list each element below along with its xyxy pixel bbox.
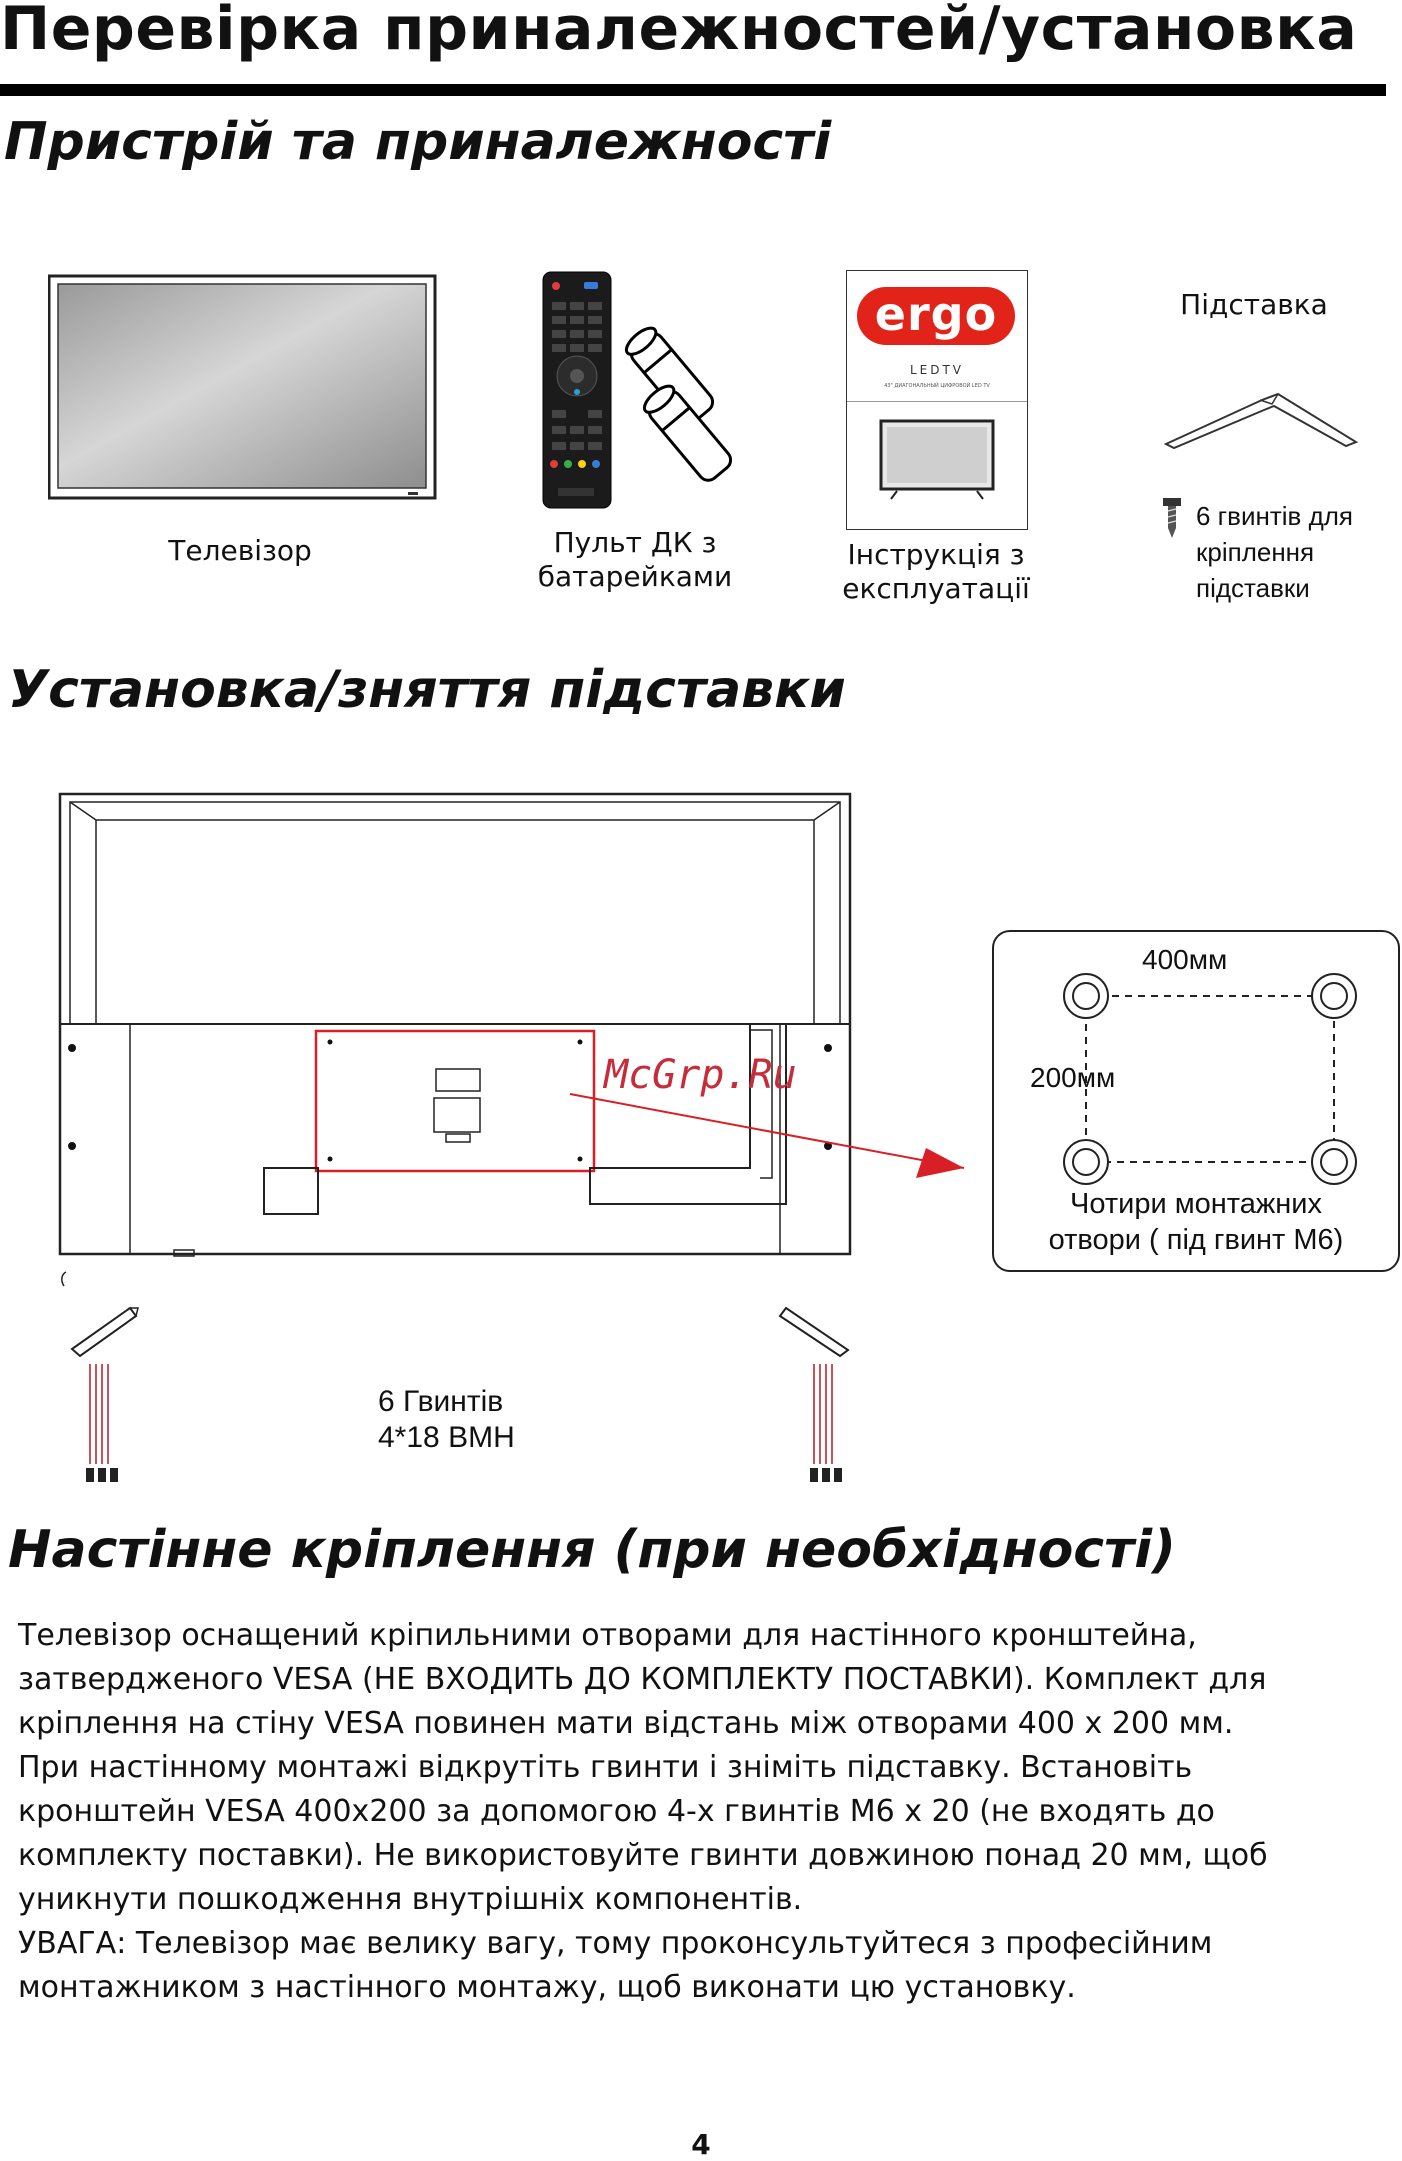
remote-label-line1: Пульт ДК з: [553, 526, 717, 559]
tv-back-diagram: [58, 792, 965, 1482]
ergo-logo: ergo: [857, 287, 1015, 345]
tv-front-image: [48, 274, 437, 500]
stand-label: Підставка: [1180, 288, 1328, 321]
wall-mount-paragraph-3: УВАГА: Телевізор має велику вагу, тому п…: [18, 1926, 1213, 2005]
section-heading-wall-mount: Настінне кріплення (при необхідності): [8, 1520, 1176, 1580]
vesa-mount-box: 400мм 200мм Чотири монтажних отвори ( пі…: [992, 930, 1400, 1272]
screws-label-line3: підставки: [1196, 573, 1310, 603]
vesa-caption-line2: отвори ( під гвинт M6): [1048, 1224, 1344, 1256]
wall-mount-paragraph-2: При настінному монтажі відкрутіть гвинти…: [18, 1750, 1268, 1917]
stand-screws-line2: 4*18 BMH: [378, 1421, 515, 1454]
screws-label-line1: 6 гвинтів для: [1196, 501, 1354, 531]
vesa-caption: Чотири монтажних отвори ( під гвинт M6): [994, 1186, 1398, 1258]
watermark: McGrp.Ru: [604, 1052, 797, 1098]
vesa-height-label: 200мм: [1030, 1062, 1116, 1093]
remote-label-line2: батарейками: [537, 560, 733, 593]
remote-label: Пульт ДК з батарейками: [520, 526, 750, 594]
stand-image: [1163, 392, 1359, 450]
screws-label: 6 гвинтів для кріплення підставки: [1196, 498, 1353, 606]
manual-tagline: 43" ДИАГОНАЛЬНЫЙ ЦИФРОВОЙ LED TV: [884, 383, 990, 389]
manual-label-line1: Інструкція з: [847, 538, 1025, 571]
page-number: 4: [691, 2128, 711, 2161]
screw-icon: [1163, 498, 1181, 538]
manual-label: Інструкція з експлуатації: [826, 538, 1046, 606]
wall-mount-text: Телевізор оснащений кріпильними отворами…: [18, 1614, 1378, 2010]
stand-screws-line1: 6 Гвинтів: [378, 1385, 504, 1418]
stand-screws-label: 6 Гвинтів 4*18 BMH: [378, 1384, 515, 1456]
section-heading-accessories: Пристрій та приналежності: [4, 112, 832, 172]
vesa-hole-diagram: [1063, 973, 1357, 1185]
tv-label: Телевізор: [168, 534, 312, 567]
screws-label-line2: кріплення: [1196, 537, 1315, 567]
vesa-caption-line1: Чотири монтажних: [1070, 1188, 1322, 1220]
manual-booklet-image: ergo LEDTV 43" ДИАГОНАЛЬНЫЙ ЦИФРОВОЙ LED…: [846, 270, 1028, 530]
manual-subtitle: LEDTV: [909, 363, 965, 377]
section-heading-stand: Установка/зняття підставки: [8, 660, 846, 720]
manual-label-line2: експлуатації: [842, 572, 1030, 605]
remote-with-batteries-image: [542, 271, 733, 509]
page-title: Перевірка приналежностей/установка: [0, 0, 1358, 64]
wall-mount-paragraph-1: Телевізор оснащений кріпильними отворами…: [18, 1618, 1267, 1741]
vesa-width-label: 400мм: [1142, 944, 1228, 975]
title-rule: [0, 84, 1386, 96]
manual-tv-icon: [879, 419, 995, 500]
